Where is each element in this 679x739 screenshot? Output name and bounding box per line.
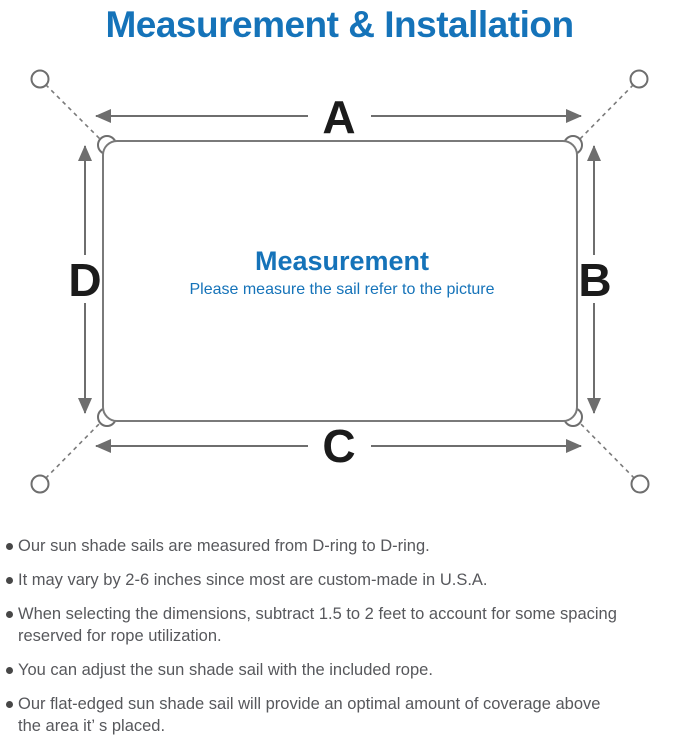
dimension-label-b: B bbox=[578, 254, 611, 306]
note-vary-inches: It may vary by 2-6 inches since most are… bbox=[6, 569, 677, 591]
sail-measurement-diagram: A B C D Measurement Please measure the s… bbox=[30, 69, 650, 494]
note-line: Our flat-edged sun shade sail will provi… bbox=[18, 695, 601, 713]
dashed-line-top-left bbox=[39, 78, 105, 144]
instruction-notes-list: Our sun shade sails are measured from D-… bbox=[0, 535, 679, 737]
dashed-line-top-right bbox=[575, 78, 640, 144]
dashed-line-bottom-left bbox=[39, 418, 105, 485]
note-line: the area it’ s placed. bbox=[18, 717, 166, 735]
anchor-rings bbox=[30, 69, 650, 494]
note-line: You can adjust the sun shade sail with t… bbox=[18, 661, 433, 679]
note-measured-d-ring: Our sun shade sails are measured from D-… bbox=[6, 535, 677, 557]
sail-outline-rectangle bbox=[102, 140, 578, 422]
dashed-anchor-lines bbox=[39, 78, 641, 485]
anchor-ring-top-right bbox=[629, 69, 649, 89]
center-caption-subtitle: Please measure the sail refer to the pic… bbox=[189, 281, 494, 298]
page-title: Measurement & Installation bbox=[105, 4, 574, 45]
note-flat-edged-coverage: Our flat-edged sun shade sail will provi… bbox=[6, 693, 677, 737]
anchor-ring-bottom-right bbox=[630, 474, 650, 494]
note-adjust-rope: You can adjust the sun shade sail with t… bbox=[6, 659, 677, 681]
anchor-ring-top-left bbox=[30, 69, 50, 89]
note-subtract-feet: When selecting the dimensions, subtract … bbox=[6, 603, 677, 647]
note-line: When selecting the dimensions, subtract … bbox=[18, 605, 617, 623]
anchor-ring-bottom-left bbox=[30, 474, 50, 494]
dimension-label-a: A bbox=[322, 91, 355, 143]
note-line: Our sun shade sails are measured from D-… bbox=[18, 537, 430, 555]
dashed-line-bottom-right bbox=[575, 418, 641, 485]
dimension-label-c: C bbox=[322, 420, 355, 472]
center-caption-title: Measurement bbox=[255, 246, 429, 276]
note-line: reserved for rope utilization. bbox=[18, 627, 222, 645]
note-line: It may vary by 2-6 inches since most are… bbox=[18, 571, 488, 589]
dimension-label-d: D bbox=[68, 254, 101, 306]
dimension-arrows bbox=[78, 109, 601, 453]
